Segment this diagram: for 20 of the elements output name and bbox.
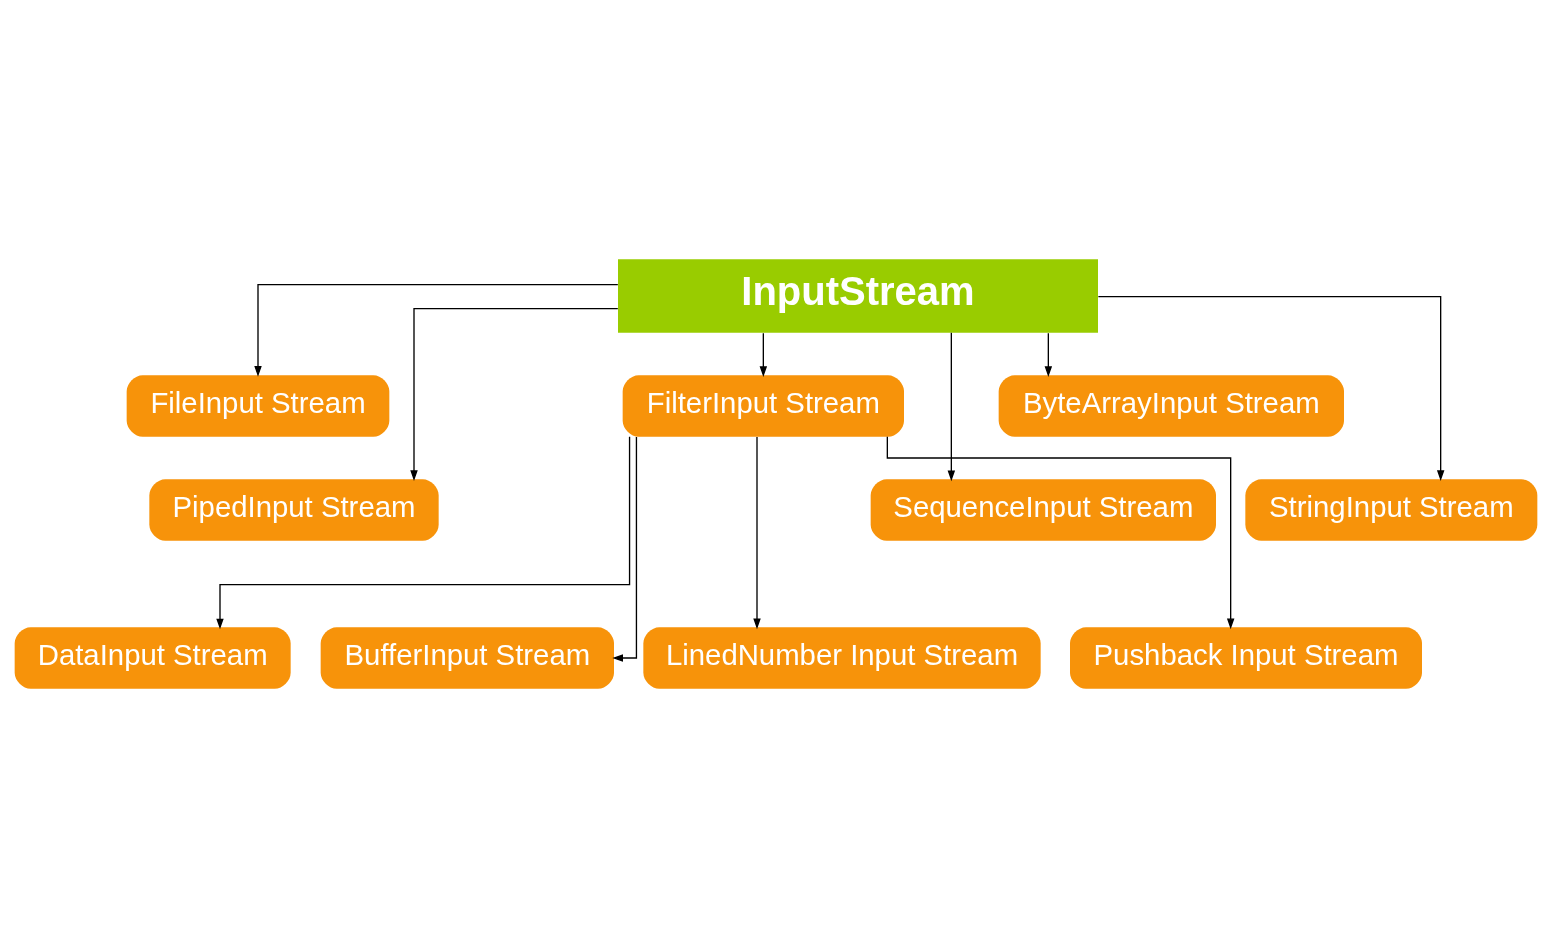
node-box: SequenceInput Stream bbox=[870, 478, 1216, 541]
node-box: FileInput Stream bbox=[126, 374, 390, 437]
arrow bbox=[612, 435, 638, 662]
node-box: ByteArrayInput Stream bbox=[998, 374, 1344, 437]
arrow bbox=[1044, 332, 1053, 377]
node-box: PipedInput Stream bbox=[149, 478, 439, 541]
arrow bbox=[254, 283, 619, 377]
node-box: BufferInput Stream bbox=[320, 626, 614, 689]
arrow bbox=[410, 307, 619, 481]
arrow bbox=[216, 435, 631, 629]
arrow bbox=[759, 332, 768, 377]
node-box: LinedNumber Input Stream bbox=[643, 626, 1041, 689]
node-box: Pushback Input Stream bbox=[1070, 626, 1422, 689]
arrow bbox=[947, 331, 956, 481]
node-box: FilterInput Stream bbox=[622, 374, 904, 437]
node-box: DataInput Stream bbox=[14, 626, 291, 689]
arrow bbox=[1097, 295, 1445, 481]
node-box: InputStream bbox=[618, 258, 1098, 333]
arrow bbox=[753, 435, 761, 629]
node-box: StringInput Stream bbox=[1245, 478, 1538, 541]
